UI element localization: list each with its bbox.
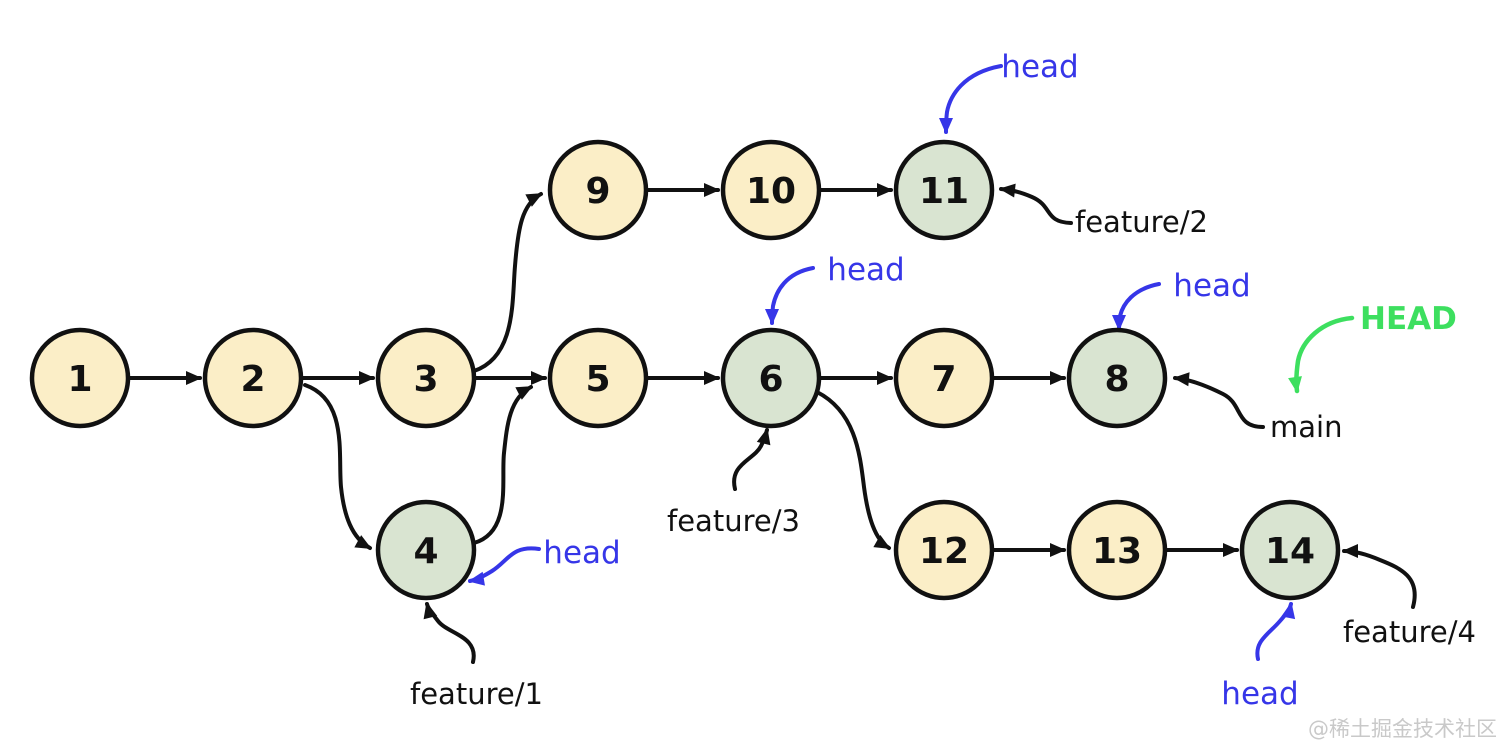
- commit-label-10: 10: [746, 171, 796, 212]
- commit-label-6: 6: [758, 359, 783, 400]
- commit-nodes: [29, 139, 1341, 601]
- commit-node-14: [1239, 499, 1341, 601]
- head-label-4: head: [543, 535, 620, 571]
- commit-label-2: 2: [240, 359, 265, 400]
- commit-node-8: [1066, 327, 1168, 429]
- commit-label-14: 14: [1265, 531, 1315, 572]
- commit-node-1: [29, 327, 131, 429]
- head-arrow-to-6: [765, 266, 815, 325]
- branch-label-feature-4: feature/4: [1343, 615, 1476, 649]
- commit-node-6: [720, 327, 822, 429]
- commit-node-12: [893, 499, 995, 601]
- commit-label-9: 9: [585, 171, 610, 212]
- head-label-8: head: [1173, 268, 1250, 304]
- commit-label-12: 12: [919, 531, 969, 572]
- commit-node-10: [720, 139, 822, 241]
- head-label-14: head: [1221, 676, 1298, 712]
- commit-label-1: 1: [67, 359, 92, 400]
- edge-3-9: [472, 192, 543, 373]
- head-arrow-to-4: [468, 546, 541, 586]
- head-arrow-to-14: [1255, 602, 1296, 661]
- head-label-6: head: [827, 252, 904, 288]
- HEAD-arrow-to-main: [1288, 315, 1355, 394]
- edge-2-4: [303, 383, 372, 550]
- commit-numbers: 1 2 3 4 5 6 7 8 9 10 11 12 13 14: [67, 171, 1315, 572]
- commit-node-4: [375, 499, 477, 601]
- commit-label-4: 4: [413, 531, 438, 572]
- head-label-11: head: [1001, 49, 1078, 85]
- head-arrow-to-8: [1112, 282, 1161, 331]
- commit-node-9: [547, 139, 649, 241]
- commit-label-3: 3: [413, 359, 438, 400]
- head-arrow-to-11: [939, 64, 1003, 134]
- commit-node-7: [893, 327, 995, 429]
- feature-4-arrow: [1342, 544, 1417, 609]
- head-pointer-arrows: [468, 64, 1296, 661]
- branch-label-main: main: [1270, 410, 1342, 444]
- commit-node-2: [202, 327, 304, 429]
- feature-1-arrow: [423, 602, 476, 664]
- branch-pointer-arrows: [423, 183, 1417, 664]
- main-arrow: [1173, 372, 1265, 429]
- commit-label-5: 5: [585, 359, 610, 400]
- HEAD-label: HEAD: [1360, 301, 1457, 337]
- commit-node-13: [1066, 499, 1168, 601]
- feature-2-arrow: [999, 183, 1073, 225]
- commit-node-3: [375, 327, 477, 429]
- commit-node-5: [547, 327, 649, 429]
- commit-label-8: 8: [1104, 359, 1129, 400]
- feature-3-arrow: [732, 428, 771, 491]
- edge-4-5: [472, 385, 533, 545]
- commit-node-11: [893, 139, 995, 241]
- edge-6-12: [815, 390, 891, 550]
- watermark: @稀土掘金技术社区: [1308, 717, 1497, 741]
- commit-label-7: 7: [931, 359, 956, 400]
- commit-label-13: 13: [1092, 531, 1142, 572]
- branch-label-feature-3: feature/3: [667, 504, 800, 538]
- branch-label-feature-2: feature/2: [1075, 205, 1208, 239]
- branch-label-feature-1: feature/1: [410, 677, 543, 711]
- commit-label-11: 11: [919, 171, 969, 212]
- commit-edges: [128, 183, 1239, 557]
